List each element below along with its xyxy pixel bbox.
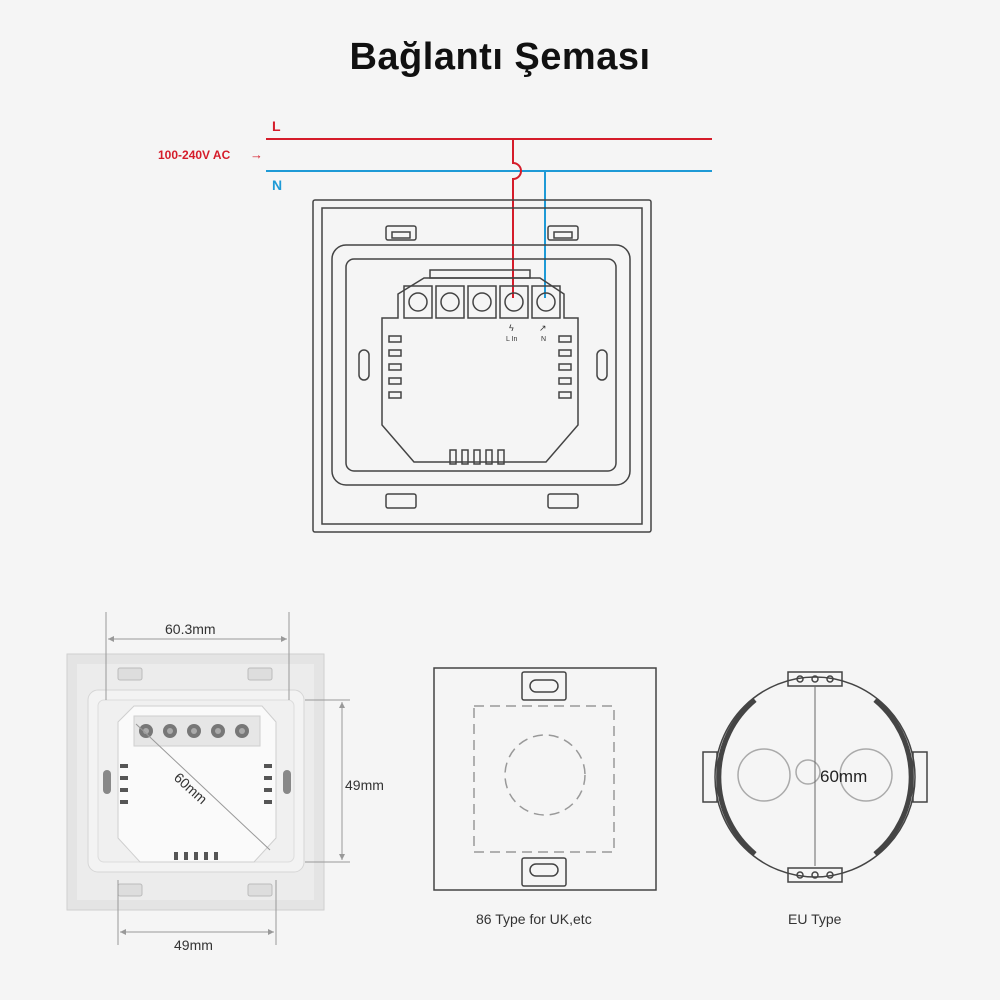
terminal-n-label: N xyxy=(541,336,546,343)
eu-dimension-label: 60mm xyxy=(820,767,867,786)
terminal-l-label: L In xyxy=(506,336,518,343)
switch-back-plate xyxy=(312,199,652,533)
arrow-icon: → xyxy=(250,147,263,162)
height-dimension-label: 49mm xyxy=(345,777,384,793)
lightning-icon: ϟ xyxy=(509,323,514,333)
dimension-lines xyxy=(105,612,350,945)
switch-photo xyxy=(66,653,325,911)
uk-86-box xyxy=(433,667,657,891)
neutral-symbol-icon: ↗ xyxy=(539,323,547,333)
live-drop-wire xyxy=(512,139,522,298)
bottom-dimension-label: 49mm xyxy=(174,937,213,953)
eu-box-caption: EU Type xyxy=(788,911,842,927)
voltage-label: 100-240V AC xyxy=(158,148,231,162)
neutral-label: N xyxy=(272,177,282,193)
uk-box-caption: 86 Type for UK,etc xyxy=(476,911,592,927)
page-title: Bağlantı Şeması xyxy=(349,36,651,78)
eu-round-box xyxy=(702,671,928,883)
width-dimension-label: 60.3mm xyxy=(165,621,216,637)
live-label: L xyxy=(272,118,281,134)
